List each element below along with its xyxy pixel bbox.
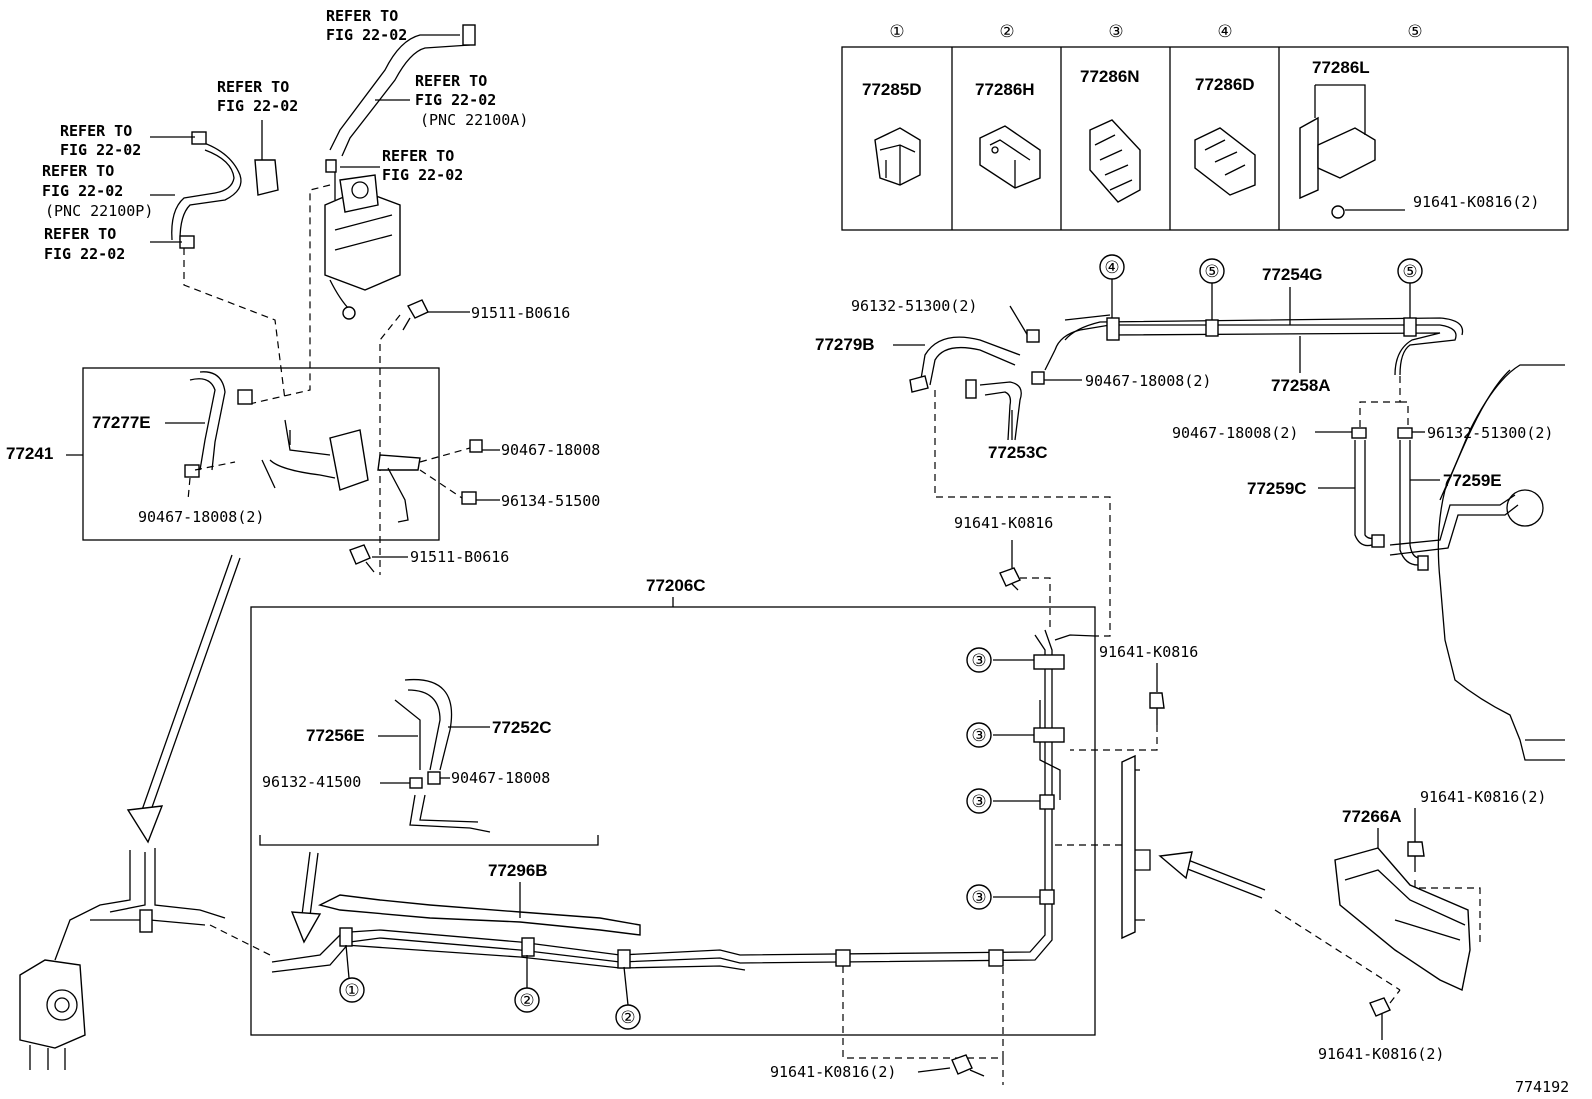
protector-77266A-icon (1334, 847, 1471, 992)
label-77252C[interactable]: 77252C (492, 718, 552, 737)
refer-1-line2[interactable]: FIG 22-02 (326, 26, 407, 44)
legend-num-2: ② (999, 22, 1014, 41)
label-90467-18008-a[interactable]: 90467-18008 (501, 441, 600, 459)
label-90467-18008-2-e[interactable]: 90467-18008(2) (1172, 424, 1298, 442)
refer-6-pnc[interactable]: (PNC 22100P) (45, 202, 153, 220)
label-96132-51300-2-a[interactable]: 96132-51300(2) (851, 297, 977, 315)
refer-labels: REFER TO FIG 22-02 REFER TO FIG 22-02 RE… (42, 7, 528, 263)
refer-5-line1[interactable]: REFER TO (382, 147, 454, 165)
label-77256E[interactable]: 77256E (306, 726, 365, 745)
label-91511-B0616-bottom[interactable]: 91511-B0616 (410, 548, 509, 566)
assembly-77241-box: 77241 77277E (6, 367, 500, 541)
callout-3b: ③ (971, 726, 986, 745)
label-77258A[interactable]: 77258A (1271, 376, 1331, 395)
clamp-77285D-icon (874, 127, 921, 186)
callout-2a: ② (519, 991, 534, 1010)
label-77277E[interactable]: 77277E (92, 413, 151, 432)
clamp-77286D-icon (1194, 127, 1256, 196)
fuel-pump-icon (19, 848, 226, 1070)
bolt-91641-ra-icon (1407, 841, 1425, 872)
callout-5a: ⑤ (1204, 262, 1219, 281)
refer-6-line2[interactable]: FIG 22-02 (42, 182, 123, 200)
label-96134-51500[interactable]: 96134-51500 (501, 492, 600, 510)
refer-2-line2[interactable]: FIG 22-02 (217, 97, 298, 115)
vehicle-body-outline (1437, 364, 1565, 761)
part-77285D[interactable]: 77285D (862, 80, 922, 99)
refer-4-line2[interactable]: FIG 22-02 (60, 141, 141, 159)
refer-3-line2[interactable]: FIG 22-02 (415, 91, 496, 109)
refer-2-line1[interactable]: REFER TO (217, 78, 289, 96)
legend-bolt-label[interactable]: 91641-K0816(2) (1413, 193, 1539, 211)
label-77206C[interactable]: 77206C (646, 576, 706, 595)
label-77296B[interactable]: 77296B (488, 861, 548, 880)
label-91641-K0816-2-br[interactable]: 91641-K0816(2) (1318, 1045, 1444, 1063)
label-90467-18008-c[interactable]: 90467-18008 (451, 769, 550, 787)
bolt-91511-bottom-icon (349, 544, 375, 573)
label-77279B[interactable]: 77279B (815, 335, 875, 354)
canister-icon (324, 174, 401, 320)
callout-3c: ③ (971, 792, 986, 811)
legend-num-5: ⑤ (1407, 22, 1422, 41)
refer-7-line1[interactable]: REFER TO (44, 225, 116, 243)
label-91641-K0816-2-a[interactable]: 91641-K0816(2) (1420, 788, 1546, 806)
bracket-icon (1121, 754, 1151, 940)
label-77241[interactable]: 77241 (6, 444, 53, 463)
label-91641-K0816-right[interactable]: 91641-K0816 (1099, 643, 1198, 661)
label-90467-18008-2-b[interactable]: 90467-18008(2) (138, 508, 264, 526)
label-77259E[interactable]: 77259E (1443, 471, 1502, 490)
refer-3-line1[interactable]: REFER TO (415, 72, 487, 90)
arrow-down-left-icon (126, 554, 241, 844)
callout-3a: ③ (971, 651, 986, 670)
label-77253C[interactable]: 77253C (988, 443, 1048, 462)
refer-1-line1[interactable]: REFER TO (326, 7, 398, 25)
callout-4: ④ (1104, 258, 1119, 277)
callout-3d: ③ (971, 888, 986, 907)
assembly-77206C-box: 77206C 77256E 77252C 96132-41500 90467-1… (250, 576, 1096, 1036)
clamp-77286L-icon (1299, 84, 1405, 219)
label-91641-K0816-2-bottom[interactable]: 91641-K0816(2) (770, 1063, 896, 1081)
legend-num-1: ① (889, 22, 904, 41)
bolt-91641-br-icon (1369, 997, 1391, 1040)
part-77286D[interactable]: 77286D (1195, 75, 1255, 94)
label-91641-K0816-mid[interactable]: 91641-K0816 (954, 514, 1053, 532)
label-96132-51300-2-b[interactable]: 96132-51300(2) (1427, 424, 1553, 442)
bolt-91641-right-icon (1149, 692, 1165, 725)
top-hoses (150, 24, 476, 320)
callout-1: ① (344, 981, 359, 1000)
arrow-left-icon (1158, 851, 1266, 899)
callout-5b: ⑤ (1402, 262, 1417, 281)
arrow-down-inner-icon (290, 851, 322, 944)
label-90467-18008-2-d[interactable]: 90467-18008(2) (1085, 372, 1211, 390)
label-77254G[interactable]: 77254G (1262, 265, 1323, 284)
refer-4-line1[interactable]: REFER TO (60, 122, 132, 140)
part-77286H[interactable]: 77286H (975, 80, 1035, 99)
label-77266A[interactable]: 77266A (1342, 807, 1402, 826)
clamp-legend: ① ② ③ ④ ⑤ 77285D 77286H 77286N 77286D 77… (841, 22, 1569, 231)
legend-num-3: ③ (1108, 22, 1123, 41)
diagram-id: 774192 (1515, 1078, 1569, 1096)
part-77286L[interactable]: 77286L (1312, 58, 1370, 77)
callout-2b: ② (620, 1008, 635, 1027)
clamp-77286N-icon (1089, 119, 1141, 203)
refer-6-line1[interactable]: REFER TO (42, 162, 114, 180)
bolt-91641-mid-icon (999, 567, 1021, 591)
bolt-91511-top-icon (402, 299, 429, 331)
label-77259C[interactable]: 77259C (1247, 479, 1307, 498)
bolt-91641-bottom-icon (951, 1054, 985, 1077)
refer-5-line2[interactable]: FIG 22-02 (382, 166, 463, 184)
clamp-77286H-icon (979, 125, 1041, 189)
legend-num-4: ④ (1217, 22, 1232, 41)
part-77286N[interactable]: 77286N (1080, 67, 1140, 86)
label-91511-B0616-top[interactable]: 91511-B0616 (471, 304, 570, 322)
callout-numbers: ① ② ② ③ ③ ③ ③ (339, 647, 992, 1030)
label-96132-41500[interactable]: 96132-41500 (262, 773, 361, 791)
refer-7-line2[interactable]: FIG 22-02 (44, 245, 125, 263)
refer-3-pnc[interactable]: (PNC 22100A) (420, 111, 528, 129)
